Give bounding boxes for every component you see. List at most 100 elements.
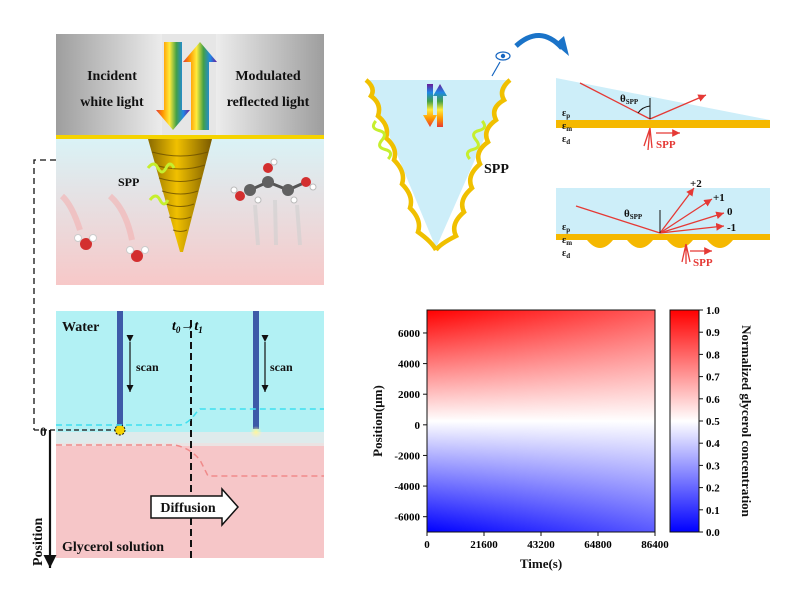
colorbar-tick-label: 0.9 [706, 327, 720, 339]
modulated-label-1: Modulated [235, 69, 301, 84]
cone-gold-left [364, 78, 439, 252]
flat-eps-m: εm [562, 121, 572, 133]
zoom-connector [33, 159, 56, 430]
colorbar-tick-label: 0.3 [706, 460, 720, 472]
light-box-right [216, 34, 324, 137]
glycerol-molecule [230, 158, 317, 246]
order-minus1-label: -1 [727, 222, 736, 234]
zero-label: 0 [40, 424, 47, 439]
grating-eps-d: εd [562, 248, 570, 260]
water-molecule-1 [59, 193, 97, 250]
x-tick-label: 64800 [584, 539, 612, 551]
probe-t0-tip [114, 424, 126, 436]
modulated-label-2: reflected light [227, 95, 310, 110]
probe-t1-glow [250, 426, 262, 438]
cone-incident-arrow [423, 84, 437, 127]
order-plus1-ray [659, 198, 713, 234]
colorbar-tick-label: 0.7 [706, 372, 720, 384]
diffusion-arrow [150, 487, 240, 527]
x-tick-label: 43200 [527, 539, 555, 551]
eye-look-arrow [491, 61, 501, 77]
order-minus1-ray [659, 222, 725, 234]
water-label: Water [62, 320, 99, 335]
colorbar-tick-label: 0.1 [706, 505, 720, 517]
flat-spp-label: SPP [656, 139, 676, 151]
concentration-heatmap: 0 21600 43200 64800 86400 6000 4000 2000 0 -2000… [370, 305, 754, 571]
x-tick-label: 21600 [470, 539, 498, 551]
x-tick-label: 86400 [641, 539, 669, 551]
colorbar-tick-label: 0.8 [706, 349, 720, 361]
position-label: Position [31, 518, 46, 566]
order-plus1-label: +1 [713, 192, 725, 204]
water-front-line [56, 408, 324, 426]
incident-label-1: Incident [87, 69, 137, 84]
y-axis-label: Position(μm) [370, 385, 385, 457]
light-box-left [56, 34, 162, 137]
order-zero-label: 0 [727, 206, 733, 218]
y-tick-label: 2000 [398, 389, 421, 401]
heatmap-shade [427, 310, 655, 532]
diffusion-label: Diffusion [160, 501, 215, 516]
spp-label-probe: SPP [118, 175, 139, 189]
y-tick-label: 6000 [398, 328, 421, 340]
x-axis-label: Time(s) [520, 556, 562, 571]
cone-cross-section [366, 80, 510, 248]
colorbar-tick-label: 1.0 [706, 305, 720, 317]
glycerol-front-line [56, 444, 324, 477]
grating-eps-m: εm [562, 235, 572, 247]
colorbar-ticks: 1.0 0.9 0.8 0.7 0.6 0.5 0.4 0.3 0.2 0.1 0.0 [699, 305, 720, 539]
x-tick-label: 0 [424, 539, 430, 551]
order-plus2-label: +2 [690, 178, 702, 190]
y-tick-label: 0 [415, 420, 421, 432]
colorbar-label: Normalized glycerol concentration [739, 325, 754, 518]
grating-spp-label: SPP [693, 257, 713, 269]
flat-angle-arc [637, 105, 651, 114]
grating-incident-ray [575, 205, 661, 234]
colorbar-tick-label: 0.5 [706, 416, 720, 428]
scan-label-t0: scan [136, 360, 159, 374]
grating-gold-film [556, 234, 770, 248]
cone-reflected-arrow [433, 84, 447, 127]
time-label: t0→t1 [172, 319, 203, 335]
zoom-curve-arrow [514, 33, 564, 50]
colorbar-tick-label: 0.4 [706, 438, 720, 450]
colorbar-tick-label: 0.6 [706, 394, 720, 406]
probe-t0 [117, 311, 123, 427]
flat-eps-p: εp [562, 108, 570, 120]
zoom-curve-arrow-head [555, 36, 569, 56]
cone-spp-wave-left [371, 120, 393, 160]
water-molecule-2 [107, 193, 149, 262]
diffusion-panel: Water Glycerol solution t0→t1 scan scan … [31, 311, 324, 568]
flat-reflected-ray [649, 94, 707, 120]
grating-eps-p: εp [562, 222, 570, 234]
y-tick-label: -2000 [394, 450, 420, 462]
incident-light-arrow [156, 42, 190, 130]
grating-spp-field [681, 243, 691, 264]
spp-wave-probe-2 [148, 194, 170, 206]
colorbar-tick-label: 0.2 [706, 483, 720, 495]
flat-spp-field [643, 127, 653, 151]
incident-label-2: white light [80, 95, 144, 110]
x-axis-ticks: 0 21600 43200 64800 86400 [424, 532, 669, 551]
eye-icon [495, 51, 511, 61]
probe-t1 [253, 311, 259, 429]
order-plus2-ray [659, 187, 695, 234]
colorbar-tick-label: 0.0 [706, 527, 720, 539]
flat-prism [556, 78, 770, 120]
flat-gold-film [556, 120, 770, 128]
gold-film [56, 135, 324, 139]
probe-panel: Incident white light Modulated reflected… [56, 34, 324, 285]
spp-panel: SPP θSPP SPP εp εm εd θSPP +2 + [364, 33, 770, 269]
cone-spp-wave-right [465, 120, 487, 160]
flat-eps-d: εd [562, 134, 570, 146]
spp-wave-probe [146, 162, 176, 174]
colorbar [669, 309, 700, 533]
y-tick-label: -6000 [394, 512, 420, 524]
y-tick-label: 4000 [398, 359, 421, 371]
grating-prism [556, 188, 770, 234]
spp-label-cone: SPP [484, 162, 509, 177]
order-zero-ray [659, 211, 725, 234]
cone-gold-right [434, 78, 512, 252]
